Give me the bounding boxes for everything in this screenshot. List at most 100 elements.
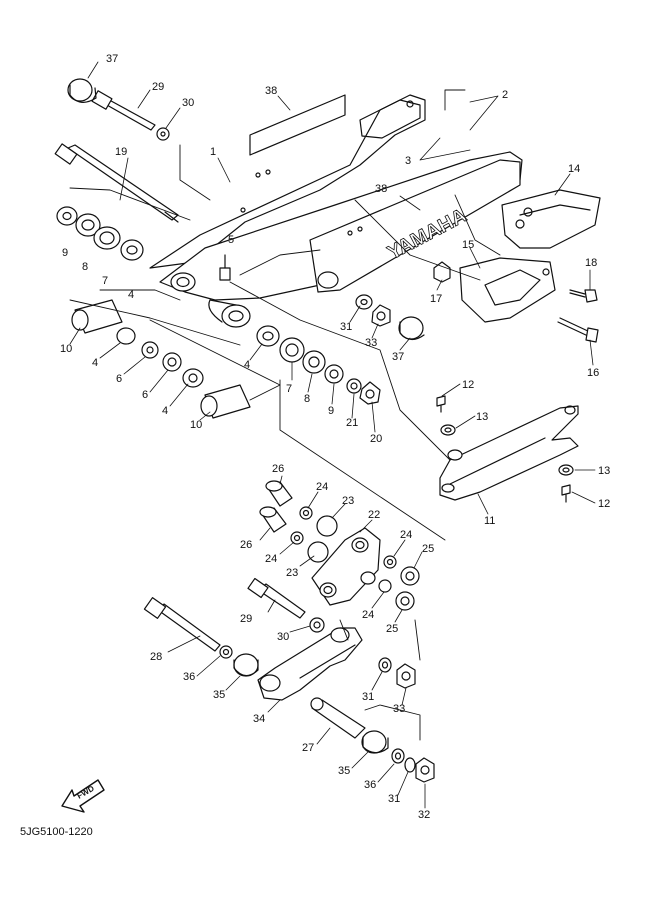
callout: 25 xyxy=(422,543,434,555)
callout: 23 xyxy=(286,567,298,579)
chain-guide-bracket xyxy=(459,257,556,323)
bolt-29-upper xyxy=(91,90,156,131)
leader-lines xyxy=(69,61,596,809)
bolt-29-lower xyxy=(247,577,306,619)
callout: 33 xyxy=(365,337,377,349)
callout: 37 xyxy=(392,351,404,363)
callout: 3 xyxy=(405,155,411,167)
callout: 7 xyxy=(286,383,292,395)
callout: 16 xyxy=(587,367,599,379)
callout: 7 xyxy=(102,275,108,287)
callout: 36 xyxy=(183,671,195,683)
callout: 12 xyxy=(462,379,474,391)
callout: 33 xyxy=(393,703,405,715)
callout: 21 xyxy=(346,417,358,429)
callout: 13 xyxy=(598,465,610,477)
callout: 4 xyxy=(128,289,134,301)
bushing-stack-left xyxy=(71,299,251,419)
bolt-18 xyxy=(569,289,598,303)
collar-37-upper xyxy=(67,78,97,103)
callout: 11 xyxy=(484,515,495,527)
callout: 32 xyxy=(418,809,430,821)
callout: 28 xyxy=(150,651,162,663)
callout: 1 xyxy=(210,146,216,158)
left-bearing-set xyxy=(56,206,144,261)
assembly-guide-lines xyxy=(69,89,501,741)
callout: 5 xyxy=(228,234,234,246)
screw-12-lower xyxy=(561,484,571,503)
callout: 35 xyxy=(338,765,350,777)
callout: 4 xyxy=(92,357,98,369)
nut-33-mid xyxy=(396,663,416,689)
callout: 24 xyxy=(316,481,328,493)
callout: 23 xyxy=(342,495,354,507)
chain-guide xyxy=(501,189,601,249)
callout: 13 xyxy=(476,411,488,423)
callout: 9 xyxy=(328,405,334,417)
callout: 8 xyxy=(82,261,88,273)
callout: 18 xyxy=(585,257,597,269)
callout: 29 xyxy=(240,613,252,625)
fwd-arrow-icon xyxy=(61,779,105,813)
collar-35-left xyxy=(233,653,259,677)
callout: 24 xyxy=(400,529,412,541)
washer-30-lower xyxy=(309,617,325,633)
callout: 20 xyxy=(370,433,382,445)
collar-13-upper xyxy=(440,424,456,436)
nut-32 xyxy=(415,757,435,783)
callout: 26 xyxy=(240,539,252,551)
bolt-16 xyxy=(557,317,599,343)
connecting-rod-34 xyxy=(257,627,363,701)
callout: 4 xyxy=(244,359,250,371)
axle-hardware-right xyxy=(355,294,425,341)
washer-36-left xyxy=(219,645,233,659)
callout: 36 xyxy=(364,779,376,791)
callout: 34 xyxy=(253,713,265,725)
callout: 10 xyxy=(60,343,72,355)
callout: 31 xyxy=(340,321,352,333)
callout: 9 xyxy=(62,247,68,259)
grease-nipple xyxy=(219,254,231,281)
washer-31-lower xyxy=(404,757,416,773)
washer-36-right xyxy=(391,748,405,764)
washer-31-mid xyxy=(378,657,392,673)
callout: 6 xyxy=(142,389,148,401)
callout: 29 xyxy=(152,81,164,93)
callout: 31 xyxy=(388,793,400,805)
callout: 24 xyxy=(362,609,374,621)
bolt-28 xyxy=(143,597,221,652)
callout: 8 xyxy=(304,393,310,405)
collar-13-lower xyxy=(558,464,574,476)
nut-17 xyxy=(433,261,451,283)
callout: 10 xyxy=(190,419,202,431)
chain-slider xyxy=(439,405,579,501)
link-bushings xyxy=(259,480,420,611)
callout: 31 xyxy=(362,691,374,703)
collar-27 xyxy=(310,697,366,739)
collar-35-right xyxy=(361,730,389,754)
callout: 24 xyxy=(265,553,277,565)
right-bearing-set xyxy=(256,325,381,405)
callout: 37 xyxy=(106,53,118,65)
callout: 25 xyxy=(386,623,398,635)
callout: 35 xyxy=(213,689,225,701)
callout: 6 xyxy=(116,373,122,385)
callout: 14 xyxy=(568,163,580,175)
callout: 27 xyxy=(302,742,314,754)
callout: 26 xyxy=(272,463,284,475)
callout: 4 xyxy=(162,405,168,417)
callout: 38 xyxy=(265,85,277,97)
part-callouts: 37 29 30 38 1 2 19 3 38 14 9 8 7 4 5 15 … xyxy=(60,53,610,821)
callout: 12 xyxy=(598,498,610,510)
callout: 19 xyxy=(115,146,127,158)
callout: 17 xyxy=(430,293,442,305)
callout: 30 xyxy=(182,97,194,109)
relay-arm-22 xyxy=(311,527,381,606)
swingarm xyxy=(149,94,523,328)
washer-30-upper xyxy=(156,127,170,141)
callout: 15 xyxy=(462,239,474,251)
callout: 22 xyxy=(368,509,380,521)
callout: 2 xyxy=(502,89,508,101)
document-code: 5JG5100-1220 xyxy=(20,826,93,838)
